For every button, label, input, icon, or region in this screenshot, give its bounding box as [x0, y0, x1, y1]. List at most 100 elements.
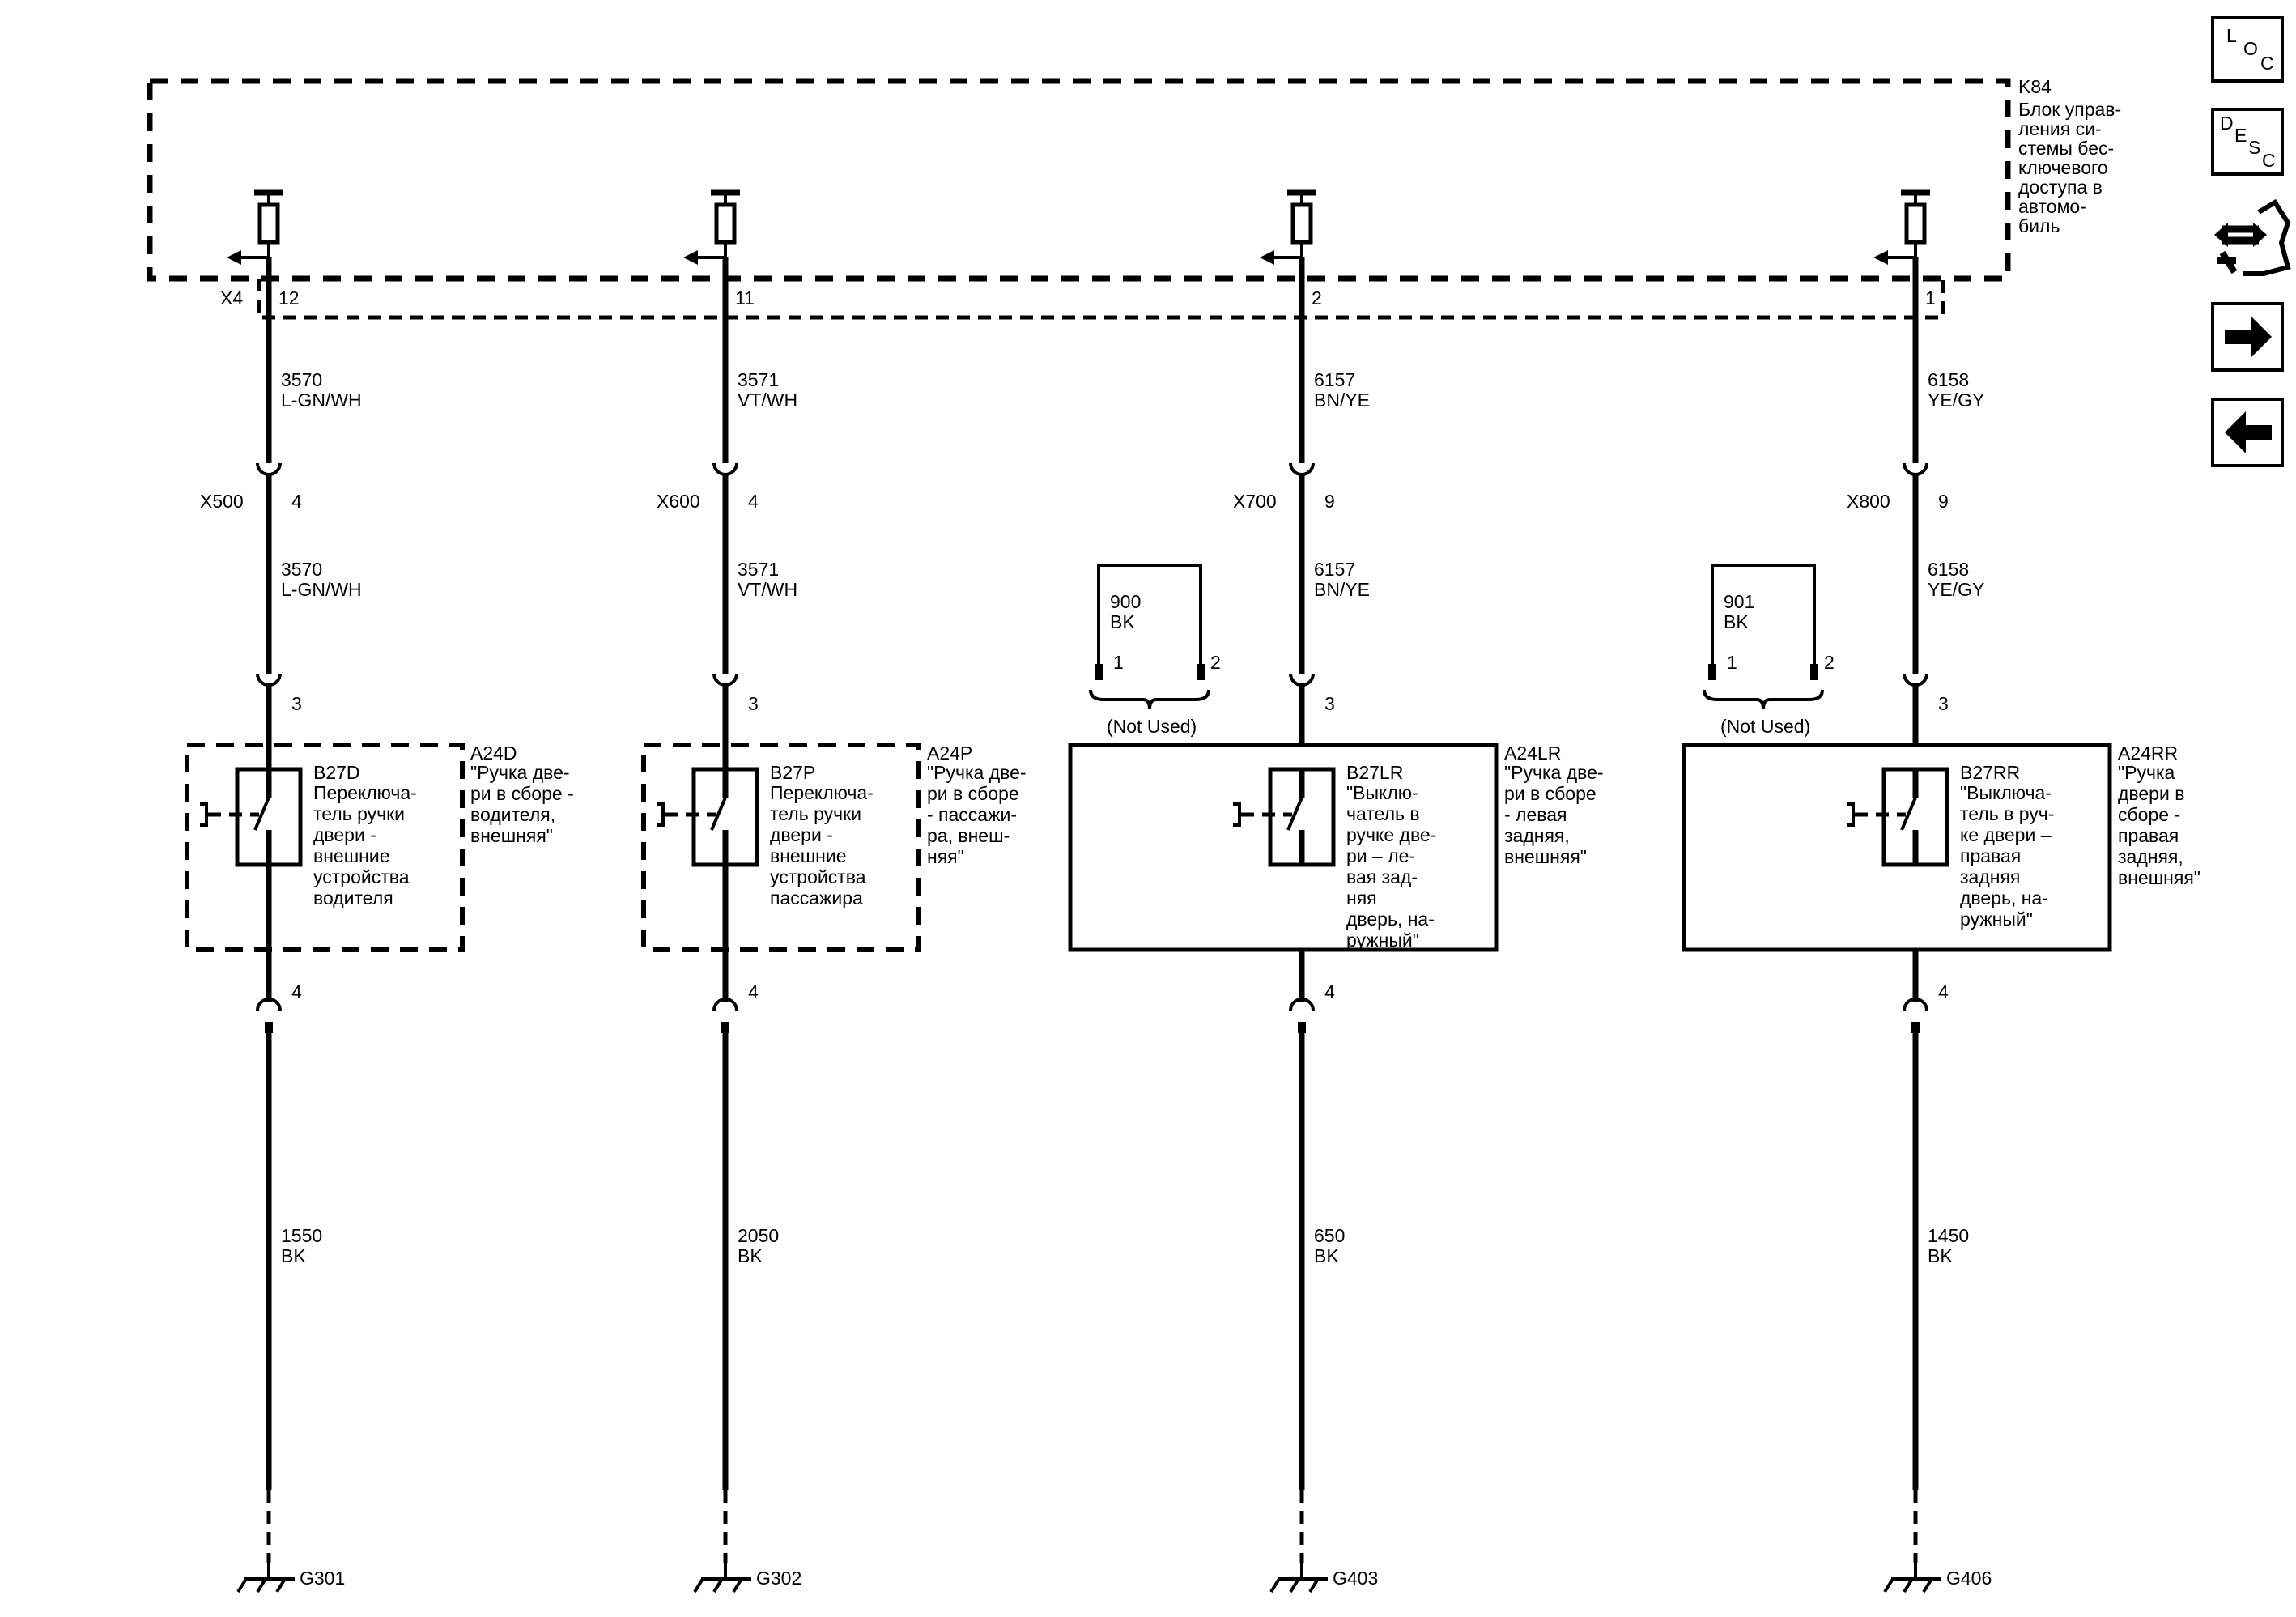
unused-wire-loop	[1711, 564, 1816, 664]
wire-bottom-color: BK	[1928, 1245, 1953, 1266]
switch-desc-line: ружный"	[1960, 908, 2033, 930]
unused-pin-1: 1	[1113, 652, 1124, 673]
ground-id: G301	[300, 1568, 345, 1589]
wire-bottom-number: 650	[1314, 1225, 1345, 1246]
switch-desc-line: Переключа-	[313, 782, 417, 803]
inline-connector-pin: 9	[1938, 491, 1949, 512]
unused-wire-loop	[1097, 564, 1202, 664]
inline-connector-pin: 9	[1324, 491, 1335, 512]
assembly-desc-line: внешняя"	[1504, 846, 1587, 867]
ground-id: G403	[1333, 1568, 1378, 1589]
module-desc-line: биль	[2018, 215, 2060, 236]
assembly-desc-line: двери в	[2118, 783, 2184, 804]
module-pin-number: 1	[1925, 287, 1936, 309]
switch-desc-line: дверь, на-	[1960, 887, 2048, 908]
connector-x4-outline	[257, 279, 1945, 320]
assembly-output-cup	[256, 998, 282, 1011]
switch-desc-line: устройства	[313, 866, 410, 887]
inline-connector-cup	[1289, 462, 1315, 476]
assembly-desc-line: задняя,	[2118, 846, 2183, 867]
arrow-left-icon[interactable]	[2211, 398, 2284, 467]
inline-connector-id: X800	[1847, 491, 1890, 512]
switch-desc-line: двери -	[770, 824, 833, 845]
wire-top-color: BN/YE	[1314, 389, 1370, 411]
switch-desc-line: "Выклю-	[1346, 782, 1418, 803]
assembly-id: A24D	[470, 743, 517, 764]
switch-desc-line: задняя	[1960, 866, 2020, 887]
switch-id: B27D	[313, 762, 360, 783]
switch-id: B27LR	[1346, 762, 1403, 783]
desc-letter-e: E	[2234, 125, 2247, 146]
wire-top-number: 6158	[1928, 369, 1969, 390]
assembly-desc-line: правая	[2118, 825, 2179, 846]
assembly-output-pin: 4	[748, 981, 759, 1002]
module-desc-line: ления си-	[2018, 118, 2102, 139]
connector-icon[interactable]	[2214, 198, 2291, 276]
wire-bottom-color: BK	[1314, 1245, 1339, 1266]
assembly-output-cup	[1903, 998, 1928, 1011]
assembly-desc-line: водителя,	[470, 804, 555, 825]
loc-letter-l: L	[2226, 25, 2237, 46]
assembly-output-cup	[1289, 998, 1315, 1011]
inline-connector-id: X500	[200, 491, 244, 512]
switch-desc-line: "Выключа-	[1960, 782, 2052, 803]
inline-connector-cup	[256, 462, 282, 476]
wire-mid-color: L-GN/WH	[281, 579, 362, 600]
module-resistor	[1290, 202, 1313, 245]
unused-brace	[1089, 689, 1210, 710]
nav-desc-button[interactable]: D E S C	[2211, 108, 2284, 176]
switch-blade	[1286, 797, 1303, 831]
assembly-desc-line: задняя,	[1504, 825, 1570, 846]
nav-loc-button[interactable]: L O C	[2211, 16, 2284, 83]
assembly-output-pin: 4	[1938, 981, 1949, 1002]
module-output-arrowhead	[1873, 250, 1888, 265]
unused-wire-color: BK	[1724, 611, 1749, 632]
module-output-arrowhead	[1260, 250, 1274, 265]
module-resistor	[714, 202, 737, 245]
switch-desc-line: тель в руч-	[1960, 803, 2054, 824]
assembly-desc-line: внешняя"	[2118, 867, 2200, 888]
assembly-desc-line: "Ручка две-	[927, 762, 1027, 783]
inline-connector-cup	[1903, 462, 1928, 476]
wire-top-color: VT/WH	[738, 389, 797, 411]
switch-desc-line: дверь, на-	[1346, 908, 1435, 930]
assembly-input-cup	[1903, 673, 1928, 687]
wire-bottom-color: BK	[738, 1245, 763, 1266]
module-output-arrowhead	[227, 250, 241, 265]
assembly-input-cup	[1289, 673, 1315, 687]
module-k84-outline	[147, 78, 2011, 282]
assembly-desc-line: ра, внеш-	[927, 825, 1010, 846]
assembly-input-pin: 3	[291, 693, 302, 714]
desc-letter-c: C	[2262, 150, 2276, 171]
unused-pin-2: 2	[1824, 652, 1835, 673]
wire-top-number: 6157	[1314, 369, 1355, 390]
wire-mid-color: BN/YE	[1314, 579, 1370, 600]
assembly-desc: "Ручка две-ри в сборе -водителя,внешняя"	[470, 762, 574, 846]
inline-connector-id: X700	[1233, 491, 1277, 512]
module-resistor	[1904, 202, 1927, 245]
unused-label: (Not Used)	[1720, 716, 1810, 737]
assembly-desc-line: няя"	[927, 846, 964, 867]
switch-desc-line: внешние	[770, 845, 847, 866]
arrow-right-icon[interactable]	[2211, 302, 2284, 372]
switch-desc-line: Переключа-	[770, 782, 874, 803]
switch-actuator-bracket	[1233, 802, 1241, 827]
unused-wire-color: BK	[1110, 611, 1135, 632]
wire-bottom-number: 1450	[1928, 1225, 1969, 1246]
switch-blade	[710, 797, 727, 831]
inline-connector-pin: 4	[748, 491, 759, 512]
wire-top-number: 3570	[281, 369, 322, 390]
module-desc-line: ключевого	[2018, 157, 2108, 178]
unused-brace	[1703, 689, 1824, 710]
